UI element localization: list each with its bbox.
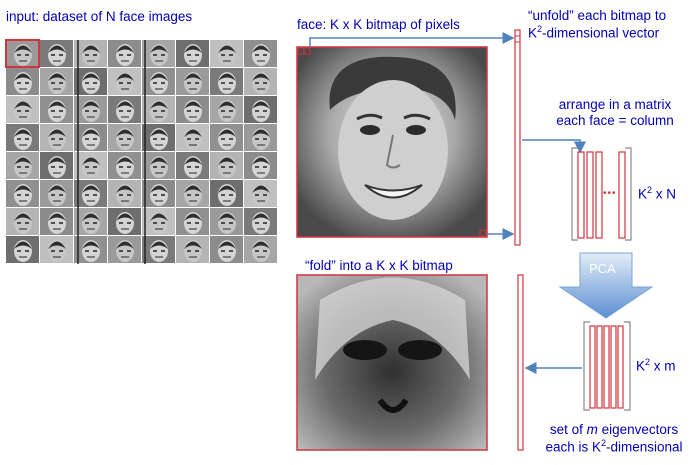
face-thumbnail — [244, 208, 277, 235]
eigenvector-caption: set of m eigenvectors each is K2-dimensi… — [534, 422, 694, 455]
face-thumbnail — [40, 180, 73, 207]
face-thumbnail — [6, 180, 39, 207]
pca-arrow — [558, 252, 654, 319]
face-thumbnail — [142, 236, 175, 263]
face-thumbnail — [210, 96, 243, 123]
unfold-caption: “unfold” each bitmap to K2-dimensional v… — [528, 8, 666, 41]
selected-face-highlight — [5, 39, 40, 68]
matrix-dimension: K2 x N — [638, 185, 677, 202]
face-thumbnail — [142, 124, 175, 151]
face-thumbnail — [108, 96, 141, 123]
face-thumbnail — [108, 68, 141, 95]
face-thumbnail — [108, 236, 141, 263]
face-thumbnail — [74, 124, 107, 151]
unfold-arrow-top — [309, 32, 515, 47]
face-thumbnail — [108, 180, 141, 207]
face-thumbnail — [176, 236, 209, 263]
face-thumbnail-grid — [5, 39, 277, 264]
face-thumbnail — [142, 152, 175, 179]
face-thumbnail — [176, 96, 209, 123]
face-thumbnail — [244, 68, 277, 95]
face-thumbnail — [142, 96, 175, 123]
face-thumbnail — [244, 96, 277, 123]
face-thumbnail — [244, 124, 277, 151]
eigen-dimension: K2 x m — [636, 357, 676, 374]
face-thumbnail — [176, 152, 209, 179]
face-thumbnail — [244, 40, 277, 67]
face-thumbnail — [142, 208, 175, 235]
eigenvector-column — [517, 274, 524, 451]
face-thumbnail — [40, 208, 73, 235]
face-thumbnail — [108, 40, 141, 67]
eigenvector-caption-line1: set of m eigenvectors — [549, 422, 679, 437]
arrange-caption: arrange in a matrix each face = column — [540, 97, 690, 128]
face-thumbnail — [176, 208, 209, 235]
face-thumbnail — [40, 40, 73, 67]
unfold-caption-line2: K2-dimensional vector — [528, 23, 660, 41]
face-thumbnail — [210, 236, 243, 263]
arrange-arrow — [522, 139, 586, 154]
face-thumbnail — [6, 236, 39, 263]
face-thumbnail — [40, 68, 73, 95]
face-thumbnail — [6, 40, 39, 67]
face-thumbnail — [210, 208, 243, 235]
face-caption: face: K x K bitmap of pixels — [297, 17, 460, 32]
unfolded-vector — [514, 29, 521, 246]
fold-caption: “fold” into a K x K bitmap — [305, 258, 453, 273]
face-thumbnail — [6, 68, 39, 95]
eigenvector-matrix — [583, 321, 631, 411]
face-thumbnail — [142, 68, 175, 95]
face-thumbnail — [6, 152, 39, 179]
face-thumbnail — [74, 208, 107, 235]
face-thumbnail — [142, 40, 175, 67]
face-thumbnail — [142, 180, 175, 207]
face-thumbnail — [40, 152, 73, 179]
face-thumbnail — [176, 40, 209, 67]
face-thumbnail — [244, 180, 277, 207]
arrange-caption-line2: each face = column — [556, 112, 674, 128]
face-thumbnail — [74, 236, 107, 263]
arrange-caption-line1: arrange in a matrix — [558, 97, 672, 112]
face-thumbnail — [74, 96, 107, 123]
face-thumbnail — [108, 152, 141, 179]
face-thumbnail — [40, 124, 73, 151]
face-thumbnail — [74, 152, 107, 179]
pca-label: PCA — [589, 261, 616, 276]
face-thumbnail — [210, 40, 243, 67]
face-thumbnail — [40, 236, 73, 263]
face-thumbnail — [108, 208, 141, 235]
face-thumbnail — [210, 180, 243, 207]
face-thumbnail — [244, 236, 277, 263]
face-thumbnail — [210, 124, 243, 151]
eigenvector-caption-line2: each is K2-dimensional — [545, 437, 683, 455]
data-matrix — [571, 147, 632, 241]
face-thumbnail — [176, 68, 209, 95]
face-thumbnail — [108, 124, 141, 151]
face-thumbnail — [176, 124, 209, 151]
face-thumbnail — [6, 124, 39, 151]
face-thumbnail — [40, 96, 73, 123]
face-thumbnail — [6, 208, 39, 235]
face-thumbnail — [74, 68, 107, 95]
unfold-caption-line1: “unfold” each bitmap to — [528, 8, 667, 23]
face-thumbnail — [210, 152, 243, 179]
face-photo — [296, 46, 488, 238]
input-caption: input: dataset of N face images — [6, 9, 193, 24]
eigenface-image — [296, 274, 488, 451]
matrix-ellipsis: ••• — [603, 188, 617, 199]
face-thumbnail — [244, 152, 277, 179]
face-thumbnail — [74, 180, 107, 207]
face-thumbnail — [6, 96, 39, 123]
face-thumbnail — [210, 68, 243, 95]
face-thumbnail — [74, 40, 107, 67]
face-thumbnail — [176, 180, 209, 207]
